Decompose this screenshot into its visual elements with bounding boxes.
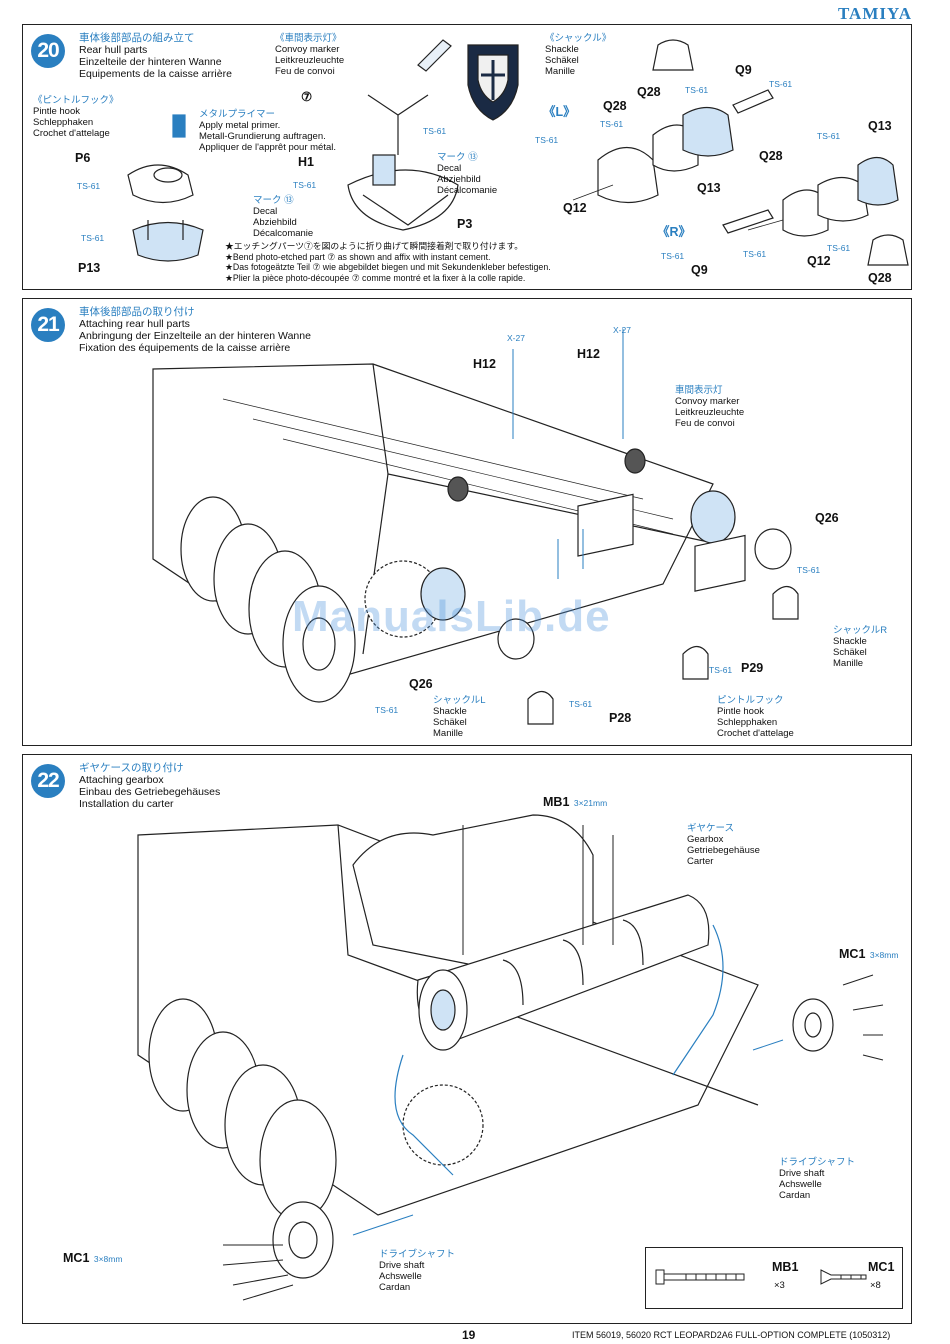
step-number: 22 [31,764,65,798]
right-side-label: 《R》 [657,225,692,239]
step-number: 21 [31,308,65,342]
step-title: 車体後部部品の取り付け Attaching rear hull parts An… [79,306,311,354]
primer-note: メタルプライマー Apply metal primer. Metall-Grun… [199,109,337,153]
part-p3: P3 [457,217,473,231]
step-22-illustration [137,814,884,1301]
part-q28-left: Q28 [603,99,627,113]
pintle-hook-label: 《ピントルフック》 Pintle hook Schlepphaken Croch… [33,95,119,139]
convoy-marker-label: 車間表示灯 Convoy marker Leitkreuzleuchte Feu… [675,385,745,429]
paint-ts61: TS-61 [685,85,709,95]
drive-shaft-right-label: ドライブシャフト Drive shaft Achswelle Cardan [779,1157,856,1201]
part-p28: P28 [609,711,632,725]
drive-shaft-left-label: ドライブシャフト Drive shaft Achswelle Cardan [379,1249,456,1293]
paint-ts61: TS-61 [535,135,559,145]
step-title: 車体後部部品の組み立て Rear hull parts Einzelteile … [79,32,232,80]
step-20-panel: 20 車体後部部品の組み立て Rear hull parts Einzeltei… [22,24,912,290]
paint-ts61: TS-61 [569,699,593,709]
paint-ts61: TS-61 [817,131,841,141]
part-q12-right: Q12 [807,254,831,268]
paint-ts61: TS-61 [81,233,105,243]
paint-ts61: TS-61 [827,243,851,253]
legend-mc1-qty: ×8 [870,1280,881,1291]
part-q26-left: Q26 [409,677,433,691]
step-20-illustration [127,39,909,266]
part-7: ⑦ [301,90,313,104]
legend-mb1-qty: ×3 [774,1280,785,1291]
part-q12-left: Q12 [563,201,587,215]
pintle-hook-label: ピントルフック Pintle hook Schlepphaken Crochet… [717,695,794,739]
screw-mc1-callout-left: MC1 3×8mm [63,1251,123,1265]
screw-icons [655,1269,867,1285]
bending-note: ★エッチングパーツ⑦を図のように折り曲げて瞬間接着剤で取り付けます。 ★Bend… [225,241,551,283]
parts-legend: MB1 ×3 MC1 ×8 [645,1247,903,1309]
part-p29: P29 [741,661,764,675]
part-q28-right: Q28 [759,149,783,163]
paint-ts61: TS-61 [709,665,733,675]
part-q28-bottom: Q28 [868,271,892,285]
step-22-panel: 22 ギヤケースの取り付け Attaching gearbox Einbau d… [22,754,912,1324]
page-number: 19 [462,1328,476,1342]
screw-mc1-callout-right: MC1 3×8mm [839,947,899,961]
shackle-label: 《シャックル》 Shackle Schäkel Manille [545,33,612,77]
paint-ts61: TS-61 [375,705,399,715]
footer-item: ITEM 56019, 56020 RCT LEOPARD2A6 FULL-OP… [572,1330,891,1340]
paint-ts61: TS-61 [293,180,317,190]
part-h1: H1 [298,155,314,169]
step-number: 20 [31,34,65,68]
watermark: ManualsLib.de [292,592,611,641]
part-p6: P6 [75,151,91,165]
part-h12-left: H12 [473,357,496,371]
legend-mb1: MB1 [772,1260,799,1274]
part-q13-right: Q13 [868,119,892,133]
paint-ts61: TS-61 [600,119,624,129]
step-21-illustration [152,329,799,725]
paint-ts61: TS-61 [797,565,821,575]
paint-ts61: TS-61 [743,249,767,259]
decal-13-label: マーク ⑬ Decal Abziehbild Décalcomanie [437,152,498,196]
part-q13-left: Q13 [697,181,721,195]
paint-ts61: TS-61 [77,181,101,191]
part-q9-right: Q9 [691,263,708,277]
gearbox-label: ギヤケース Gearbox Getriebegehäuse Carter [687,823,760,867]
decal-13-label-left: マーク ⑬ Decal Abziehbild Décalcomanie [253,195,314,239]
left-side-label: 《L》 [543,105,576,119]
shackle-l-label: シャックルL Shackle Schäkel Manille [433,695,486,739]
shackle-r-label: シャックルR Shackle Schäkel Manille [833,625,888,669]
paint-ts61: TS-61 [769,79,793,89]
x27-note: X-27 [613,325,631,335]
part-h12-right: H12 [577,347,600,361]
legend-mc1: MC1 [868,1260,895,1274]
part-q26-right: Q26 [815,511,839,525]
convoy-marker-label: 《車間表示灯》 Convoy marker Leitkreuzleuchte F… [275,33,345,77]
part-q28-top: Q28 [637,85,661,99]
step-21-panel: 21 車体後部部品の取り付け Attaching rear hull parts… [22,298,912,746]
part-p13: P13 [78,261,101,275]
paint-ts61: TS-61 [423,126,447,136]
screw-mb1-callout: MB1 3×21mm [543,795,608,809]
brand-logo: TAMIYA [837,4,912,23]
x27-note: X-27 [507,333,525,343]
paint-ts61: TS-61 [661,251,685,261]
step-title: ギヤケースの取り付け Attaching gearbox Einbau des … [79,762,221,810]
part-q9-top: Q9 [735,63,752,77]
